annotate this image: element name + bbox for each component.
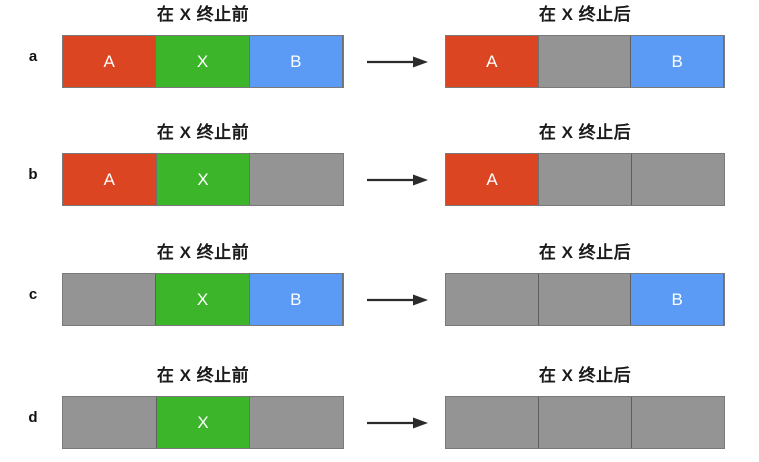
row-label-d: d xyxy=(28,409,38,426)
memory-block-x: X xyxy=(156,397,251,448)
memory-block-empty xyxy=(632,397,724,448)
memory-block-x: X xyxy=(156,154,251,205)
memory-block-x: X xyxy=(156,36,250,87)
diagram-row-d: 在 X 终止前 在 X 终止后 d X xyxy=(0,361,759,462)
memory-block-empty xyxy=(63,274,157,325)
memory-block-b: B xyxy=(249,36,343,87)
memory-block-empty xyxy=(632,154,724,205)
memory-bar-before-d: X xyxy=(62,396,344,449)
memory-block-a: A xyxy=(446,36,539,87)
memory-bar-after-d xyxy=(445,396,725,449)
transition-arrow-icon xyxy=(367,172,429,188)
memory-block-empty xyxy=(538,36,632,87)
heading-before-b: 在 X 终止前 xyxy=(156,123,250,142)
heading-before-c: 在 X 终止前 xyxy=(156,243,250,262)
heading-after-a: 在 X 终止后 xyxy=(538,5,632,24)
memory-block-empty xyxy=(250,397,344,448)
memory-block-empty xyxy=(539,397,632,448)
memory-block-b: B xyxy=(249,274,343,325)
heading-after-b: 在 X 终止后 xyxy=(538,123,632,142)
row-label-a: a xyxy=(28,48,38,65)
memory-block-empty xyxy=(250,154,344,205)
memory-block-a: A xyxy=(63,36,157,87)
row-label-b: b xyxy=(28,166,38,183)
memory-block-empty xyxy=(446,397,539,448)
transition-arrow-icon xyxy=(367,54,429,70)
heading-before-d: 在 X 终止前 xyxy=(156,366,250,385)
memory-block-b: B xyxy=(631,274,725,325)
transition-arrow-icon xyxy=(367,292,429,308)
memory-block-empty xyxy=(539,154,632,205)
memory-block-empty xyxy=(446,274,539,325)
heading-before-a: 在 X 终止前 xyxy=(156,5,250,24)
heading-after-d: 在 X 终止后 xyxy=(538,366,632,385)
row-label-c: c xyxy=(28,286,38,303)
heading-after-c: 在 X 终止后 xyxy=(538,243,632,262)
memory-block-a: A xyxy=(446,154,539,205)
memory-block-b: B xyxy=(631,36,725,87)
memory-block-empty xyxy=(63,397,157,448)
memory-block-a: A xyxy=(63,154,157,205)
memory-block-x: X xyxy=(156,274,250,325)
memory-bar-after-c: B xyxy=(445,273,725,326)
memory-bar-after-b: A xyxy=(445,153,725,206)
memory-block-empty xyxy=(538,274,632,325)
transition-arrow-icon xyxy=(367,415,429,431)
